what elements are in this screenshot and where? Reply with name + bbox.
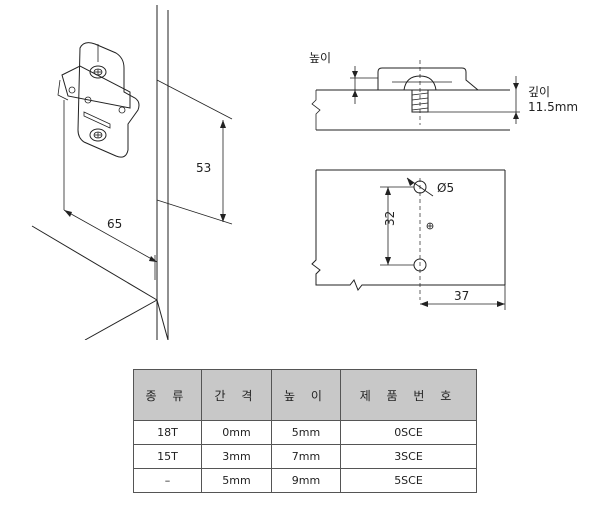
dim-37-label: 37: [454, 289, 469, 303]
header-height: 높 이: [271, 369, 341, 421]
table-header-row: 종 류 간 격 높 이 제 품 번 호: [133, 369, 477, 421]
cell-height: 9mm: [271, 468, 341, 493]
dim-32-label: 32: [383, 211, 397, 226]
height-label: 높이: [309, 51, 331, 65]
table-row: – 5mm 9mm 5SCE: [133, 468, 477, 493]
cell-product-number: 3SCE: [340, 444, 477, 469]
cell-type: 15T: [133, 444, 202, 469]
dim-37: 37: [420, 289, 505, 307]
cell-height: 7mm: [271, 444, 341, 469]
cell-product-number: 5SCE: [340, 468, 477, 493]
cell-type: –: [133, 468, 202, 493]
depth-value: 11.5mm: [528, 100, 578, 114]
table-row: 15T 3mm 7mm 3SCE: [133, 444, 477, 469]
depth-annotation: 깊이 11.5mm: [513, 76, 578, 124]
height-annotation: 높이: [309, 51, 358, 104]
depth-label: 깊이: [528, 85, 550, 99]
cell-height: 5mm: [271, 420, 341, 445]
dim-65-label: 65: [107, 217, 122, 231]
cell-product-number: 0SCE: [340, 420, 477, 445]
hinge-mounting-plate: [57, 42, 140, 158]
cell-type: 18T: [133, 420, 202, 445]
plan-view: [311, 169, 506, 310]
table-row: 18T 0mm 5mm 0SCE: [133, 420, 477, 445]
header-spacing: 간 격: [201, 369, 272, 421]
cabinet-iso-view: [31, 5, 233, 340]
header-type: 종 류: [133, 369, 202, 421]
cell-spacing: 3mm: [201, 444, 272, 469]
spec-table: 종 류 간 격 높 이 제 품 번 호 18T 0mm 5mm 0SCE 15T…: [133, 369, 477, 493]
diameter-label: Ø5: [437, 181, 454, 195]
dim-32: 32: [383, 187, 397, 265]
cell-spacing: 5mm: [201, 468, 272, 493]
dim-65: 65: [63, 209, 158, 263]
dim-53: 53: [196, 120, 226, 222]
header-product-number: 제 품 번 호: [340, 369, 477, 421]
cell-spacing: 0mm: [201, 420, 272, 445]
technical-drawing: 65 53 높이 깊이 11.5mm: [31, 5, 578, 340]
dim-diameter: Ø5: [437, 181, 454, 195]
dim-53-label: 53: [196, 161, 211, 175]
side-section-view: [311, 60, 520, 131]
